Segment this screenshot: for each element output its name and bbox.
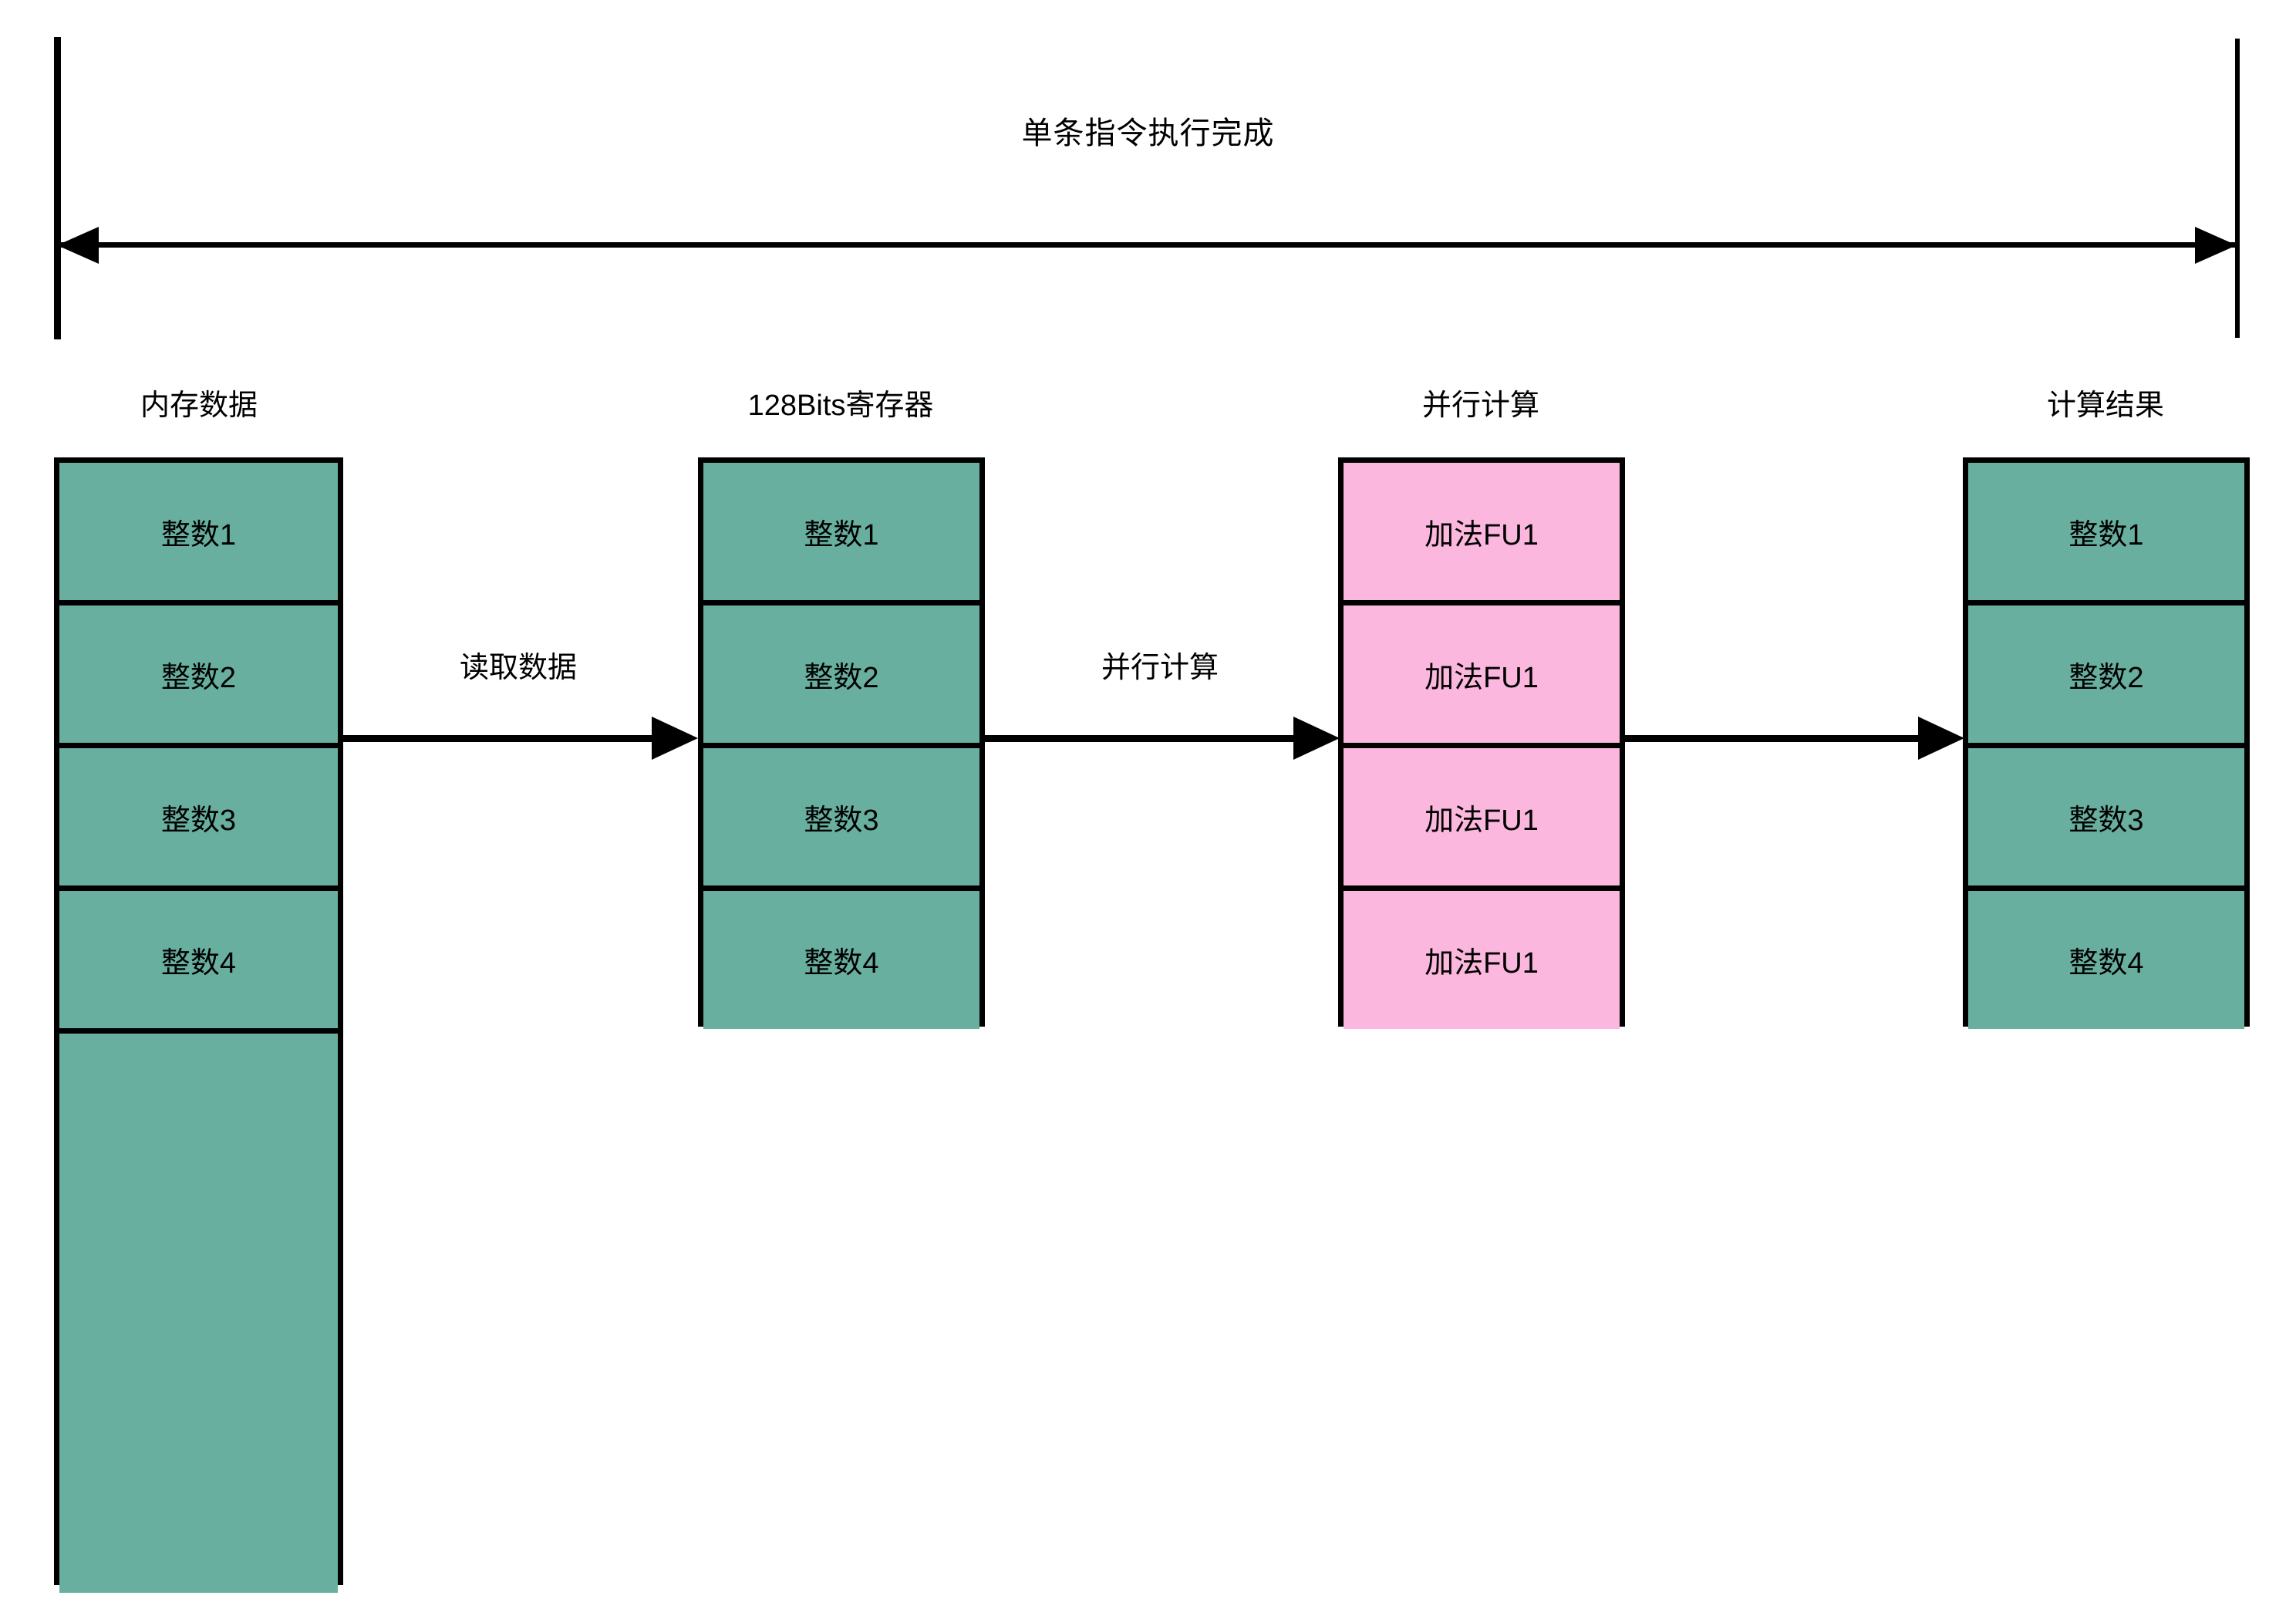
span-bracket-right-tick	[2235, 39, 2240, 338]
cell-register-1: 整数1	[703, 463, 979, 605]
cell-memory-2: 整数2	[59, 605, 338, 748]
column-header-memory: 内存数据	[140, 390, 258, 422]
span-arrow-head-left-icon	[57, 227, 99, 264]
cell-register-2: 整数2	[703, 605, 979, 748]
span-arrow-head-right-icon	[2195, 227, 2237, 264]
arrow-read-data-head-icon	[652, 717, 698, 760]
cell-result-4: 整数4	[1968, 891, 2244, 1029]
cell-result-1: 整数1	[1968, 463, 2244, 605]
span-title: 单条指令执行完成	[1021, 116, 1275, 150]
arrow-read-data-line	[339, 735, 667, 742]
cell-result-2: 整数2	[1968, 605, 2244, 748]
cell-register-3: 整数3	[703, 748, 979, 891]
arrow-parallel-compute-line	[981, 735, 1309, 742]
cell-memory-empty	[59, 1034, 338, 1593]
stack-parallel-units: 加法FU1 加法FU1 加法FU1 加法FU1	[1338, 457, 1625, 1029]
stack-memory-data: 整数1 整数2 整数3 整数4	[54, 457, 343, 1593]
arrow-result-head-icon	[1918, 717, 1964, 760]
stack-register: 整数1 整数2 整数3 整数4	[698, 457, 985, 1029]
cell-fu-4: 加法FU1	[1344, 891, 1620, 1029]
arrow-parallel-compute-head-icon	[1293, 717, 1340, 760]
stack-result: 整数1 整数2 整数3 整数4	[1963, 457, 2250, 1029]
arrow-label-parallel-compute: 并行计算	[1101, 652, 1219, 684]
cell-memory-3: 整数3	[59, 748, 338, 891]
column-header-result: 计算结果	[2046, 390, 2165, 422]
cell-fu-2: 加法FU1	[1344, 605, 1620, 748]
column-header-parallel: 并行计算	[1421, 390, 1540, 422]
cell-fu-3: 加法FU1	[1344, 748, 1620, 891]
cell-result-3: 整数3	[1968, 748, 2244, 891]
column-header-register: 128Bits寄存器	[747, 390, 934, 422]
cell-memory-1: 整数1	[59, 463, 338, 605]
arrow-result-line	[1621, 735, 1957, 742]
span-bracket-left-tick	[54, 37, 61, 339]
span-arrow-line	[60, 242, 2237, 248]
cell-register-4: 整数4	[703, 891, 979, 1029]
arrow-label-read-data: 读取数据	[459, 652, 578, 684]
cell-memory-4: 整数4	[59, 891, 338, 1034]
cell-fu-1: 加法FU1	[1344, 463, 1620, 605]
